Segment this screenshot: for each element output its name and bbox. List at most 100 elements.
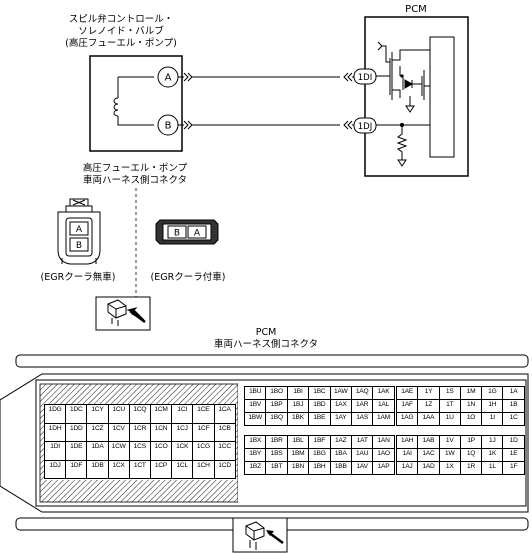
junction-dot bbox=[400, 74, 404, 78]
terminal-cell: 1H bbox=[481, 399, 504, 413]
valve-title-line-1: スピル弁コントロール・ bbox=[68, 14, 174, 25]
valve-title-line-2: ソレノイド・バルブ bbox=[78, 26, 164, 37]
pcm-box bbox=[364, 16, 469, 177]
terminal-cell: 1F bbox=[502, 461, 525, 475]
terminal-cell: 1BQ bbox=[265, 412, 288, 426]
terminal-cell: 1BA bbox=[329, 448, 352, 462]
wire-b bbox=[178, 120, 354, 130]
resistor-icon bbox=[376, 122, 430, 167]
terminal-cell: 1AU bbox=[350, 448, 374, 462]
terminal-cell: 1BO bbox=[265, 386, 288, 400]
terminal-cell: 1P bbox=[459, 435, 483, 449]
terminal-cell: 1AG bbox=[396, 412, 419, 426]
terminal-cell: 1S bbox=[438, 386, 461, 400]
terminal-cell: 1AI bbox=[396, 448, 419, 462]
terminal-cell: 1T bbox=[438, 399, 461, 413]
valve-title-line-3: (高圧フューエル・ポンプ) bbox=[65, 38, 177, 49]
terminal-cell: 1BS bbox=[265, 448, 288, 462]
egr-without-label: (EGRクーラ無車) bbox=[40, 272, 116, 283]
terminal-cell: 1Q bbox=[459, 448, 483, 462]
terminal-cell: 1AN bbox=[372, 435, 395, 449]
terminal-cell: 1CI bbox=[171, 404, 194, 424]
terminal-cell: 1AS bbox=[350, 412, 374, 426]
terminal-cell: 1CT bbox=[128, 459, 151, 479]
terminal-cell: 1BB bbox=[329, 461, 352, 475]
terminal-cell: 1AL bbox=[372, 399, 395, 413]
terminal-cell: 1BH bbox=[308, 461, 331, 475]
terminal-cell: 1BE bbox=[308, 412, 331, 426]
terminal-cell: 1R bbox=[459, 461, 483, 475]
connector-view-icon bbox=[95, 296, 151, 331]
terminal-cell: 1CA bbox=[213, 404, 236, 424]
terminal-cell: 1CB bbox=[213, 422, 236, 442]
terminal-cell: 1BP bbox=[265, 399, 288, 413]
connector-with-egr-pin-b: B bbox=[174, 229, 180, 239]
terminal-cell: 1O bbox=[459, 412, 483, 426]
terminal-cell: 1V bbox=[438, 435, 461, 449]
terminal-cell: 1D bbox=[502, 435, 525, 449]
terminal-cell: 1BV bbox=[244, 399, 267, 413]
terminal-cell: 1CK bbox=[171, 441, 194, 461]
terminal-cell: 1DI bbox=[44, 441, 67, 461]
pin-1di-label: 1DI bbox=[358, 73, 372, 83]
arrow-icon bbox=[266, 530, 274, 536]
terminal-cell: 1AO bbox=[372, 448, 395, 462]
terminal-cell: 1I bbox=[481, 412, 504, 426]
terminal-cell: 1DH bbox=[44, 422, 67, 442]
harness-title-line-1: 高圧フューエル・ポンプ bbox=[82, 163, 188, 174]
terminal-cell: 1BZ bbox=[244, 461, 267, 475]
connector-rail-top bbox=[15, 354, 529, 368]
terminal-cell: 1AZ bbox=[329, 435, 352, 449]
terminal-cell: 1BR bbox=[265, 435, 288, 449]
terminal-cell: 1CD bbox=[213, 459, 236, 479]
terminal-cell: 1CJ bbox=[171, 422, 194, 442]
terminal-cell: 1BN bbox=[286, 461, 310, 475]
wire-a bbox=[178, 72, 354, 82]
terminal-cell: 1AP bbox=[372, 461, 395, 475]
terminal-cell: 1CM bbox=[149, 404, 173, 424]
pcm-bottom-title-line-2: 車両ハーネス側コネクタ bbox=[213, 339, 319, 350]
terminal-cell: 1CO bbox=[149, 441, 173, 461]
pcm-bottom-title: PCM 車両ハーネス側コネクタ bbox=[186, 327, 346, 351]
terminal-cell: 1AV bbox=[350, 461, 374, 475]
terminal-cell: 1A bbox=[502, 386, 525, 400]
terminal-cell: 1AD bbox=[417, 461, 440, 475]
terminal-cell: 1AJ bbox=[396, 461, 419, 475]
terminal-cell: 1BW bbox=[244, 412, 267, 426]
terminal-cell: 1AE bbox=[396, 386, 419, 400]
terminal-cell: 1AK bbox=[372, 386, 395, 400]
terminal-cell: 1G bbox=[481, 386, 504, 400]
terminal-cell: 1BG bbox=[308, 448, 331, 462]
pin-b-label: B bbox=[165, 121, 172, 132]
terminal-cell: 1AQ bbox=[350, 386, 374, 400]
terminal-cell: 1CU bbox=[107, 404, 130, 424]
arrow-icon bbox=[129, 309, 146, 324]
terminal-cell: 1DC bbox=[65, 404, 88, 424]
harness-title-line-2: 車両ハーネス側コネクタ bbox=[82, 175, 188, 186]
terminal-cell: 1CQ bbox=[128, 404, 151, 424]
terminal-cell: 1DF bbox=[65, 459, 88, 479]
terminal-cell: 1AM bbox=[372, 412, 395, 426]
terminal-cell: 1AR bbox=[350, 399, 374, 413]
terminal-cell: 1DJ bbox=[44, 459, 67, 479]
terminal-cell: 1BC bbox=[308, 386, 331, 400]
pcm-title: PCM bbox=[405, 4, 427, 15]
terminal-cell: 1AY bbox=[329, 412, 352, 426]
terminal-cell: 1CG bbox=[192, 441, 215, 461]
egr-with-label: (EGRクーラ付車) bbox=[150, 272, 226, 283]
terminal-cell: 1BK bbox=[286, 412, 310, 426]
terminal-cell: 1BT bbox=[265, 461, 288, 475]
terminal-cell: 1W bbox=[438, 448, 461, 462]
connector-view-icon bbox=[232, 517, 288, 553]
terminal-cell: 1CL bbox=[171, 459, 194, 479]
terminal-cell: 1AW bbox=[329, 386, 352, 400]
terminal-cell: 1BD bbox=[308, 399, 331, 413]
valve-title: スピル弁コントロール・ ソレノイド・バルブ (高圧フューエル・ポンプ) bbox=[56, 14, 186, 50]
terminal-cell: 1AT bbox=[350, 435, 374, 449]
terminal-cell: 1CS bbox=[128, 441, 151, 461]
pcm-ic-block bbox=[429, 36, 455, 158]
terminal-cell: 1Y bbox=[417, 386, 440, 400]
